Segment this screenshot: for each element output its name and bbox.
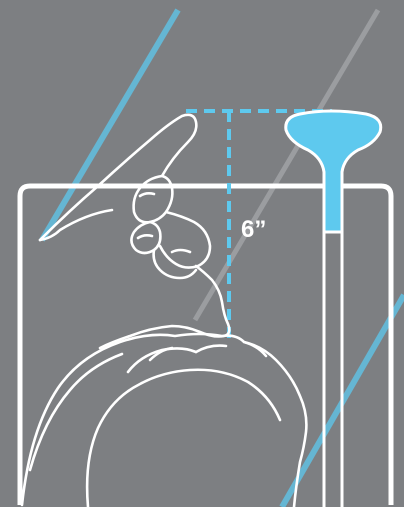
measurement-label: 6” <box>241 218 266 242</box>
streak-blue-left <box>42 10 178 240</box>
streak-grey <box>195 10 378 320</box>
child-head-icon <box>22 334 306 507</box>
paddle-ruler-icon <box>286 111 381 507</box>
